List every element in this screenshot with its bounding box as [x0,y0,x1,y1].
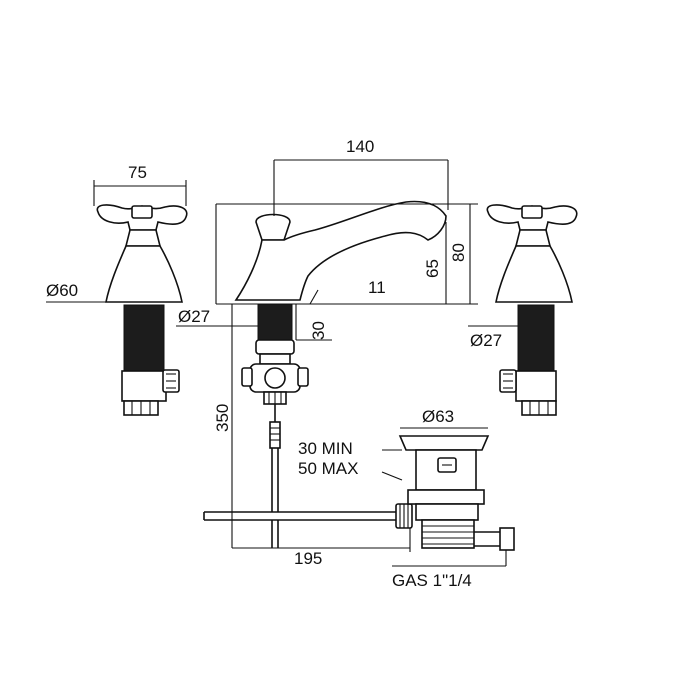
waste-pop-up-drain [203,435,515,551]
shank-thickness-label: 30 [309,321,328,340]
spout-length-label: 140 [346,137,374,156]
waste-thread-label: GAS 1"1/4 [392,571,472,590]
shank-diameter-right-label: Ø27 [470,331,502,350]
waste-max-label: 50 MAX [298,459,358,478]
shank-length-label: 350 [213,404,232,432]
spout-height-label: 65 [423,259,442,278]
waste-min-label: 30 MIN [298,439,353,458]
left-cross-handle-valve [96,204,188,416]
total-height-label: 80 [449,243,468,262]
handle-span-label: 75 [128,163,147,182]
center-spout [234,200,447,512]
dimension-lines [46,159,518,567]
shank-diameter-center-label: Ø27 [178,307,210,326]
dimension-labels: 75 140 80 65 11 Ø60 Ø27 Ø27 30 350 Ø63 3… [46,137,502,590]
waste-diameter-label: Ø63 [422,407,454,426]
right-cross-handle-valve [486,204,578,416]
spout-reach-label: 11 [368,278,386,297]
base-diameter-left-label: Ø60 [46,281,78,300]
waste-horizontal-label: 195 [294,549,322,568]
